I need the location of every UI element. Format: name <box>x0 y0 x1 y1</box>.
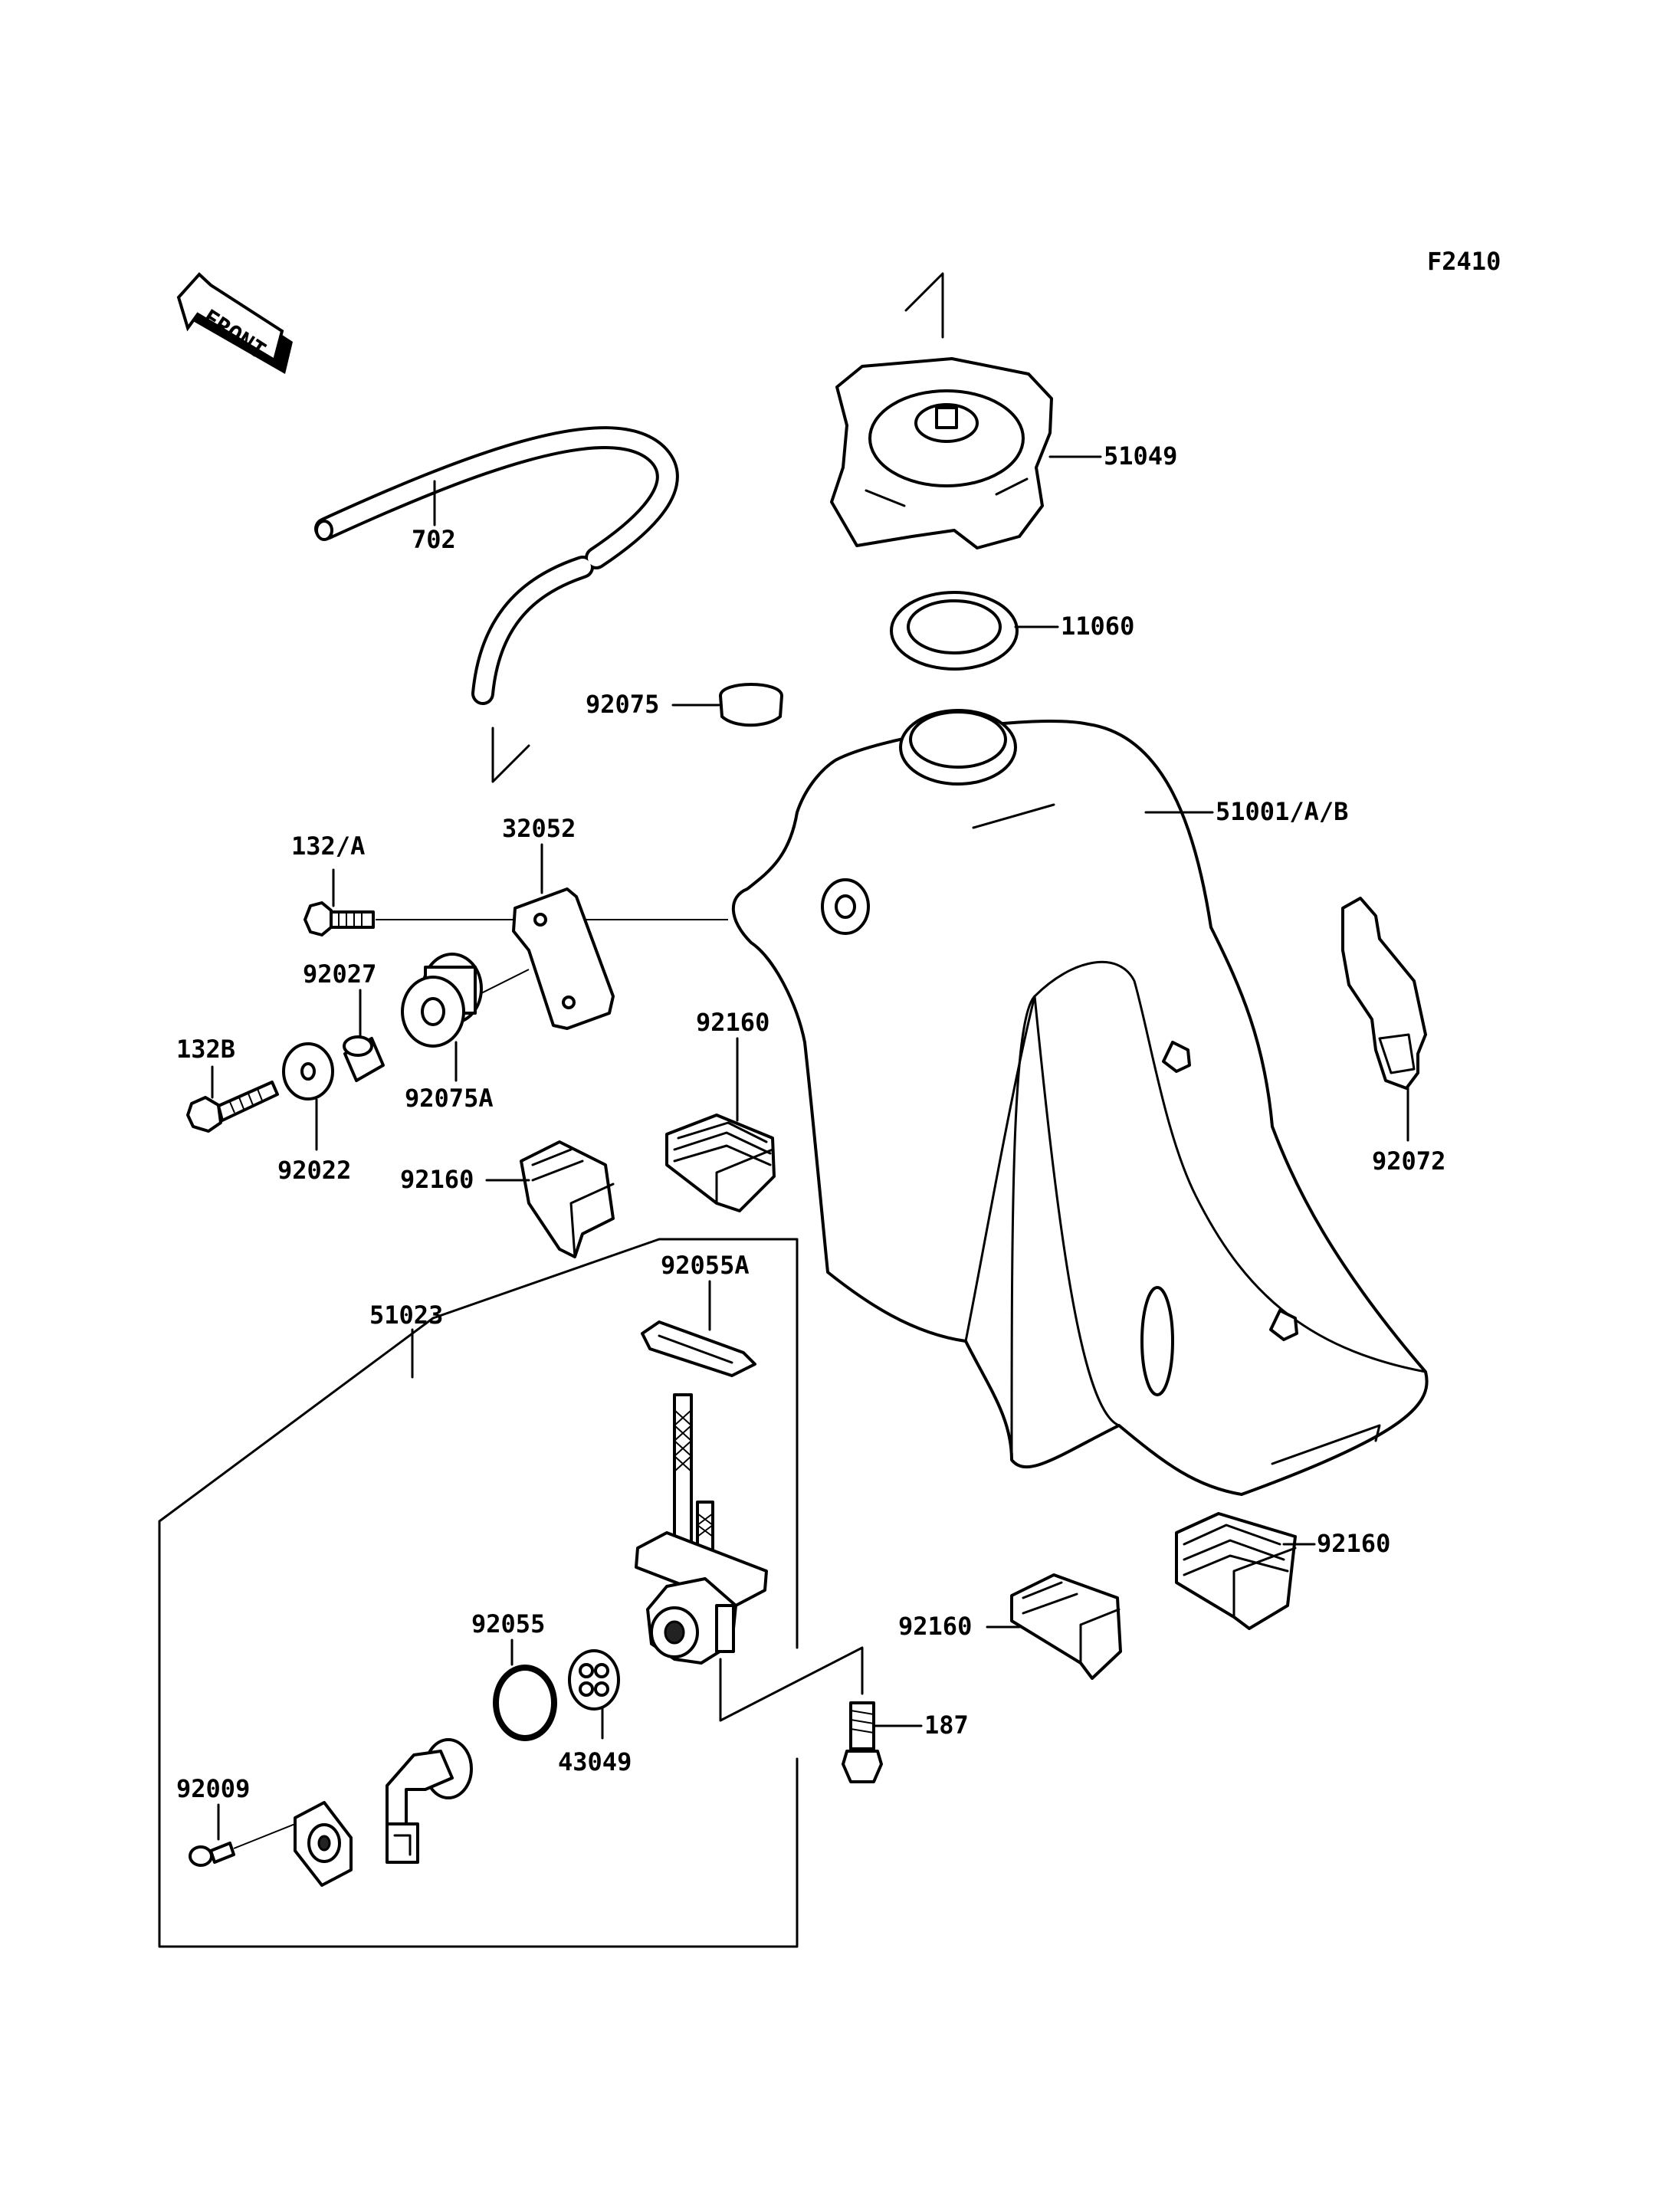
figure-code: F2410 <box>1427 247 1501 276</box>
label-132a: 132/A <box>291 832 365 861</box>
filter-gasket <box>641 1320 756 1377</box>
label-92055: 92055 <box>471 1609 545 1638</box>
label-32052: 32052 <box>502 814 576 843</box>
label-92160-br2: 92160 <box>898 1612 972 1641</box>
assembly-line-187 <box>719 1646 864 1722</box>
fuel-tap <box>635 1393 768 1665</box>
label-92022: 92022 <box>277 1156 351 1185</box>
rubber-damper <box>401 953 483 1048</box>
screw-icon <box>189 1842 235 1867</box>
label-92160-left: 92160 <box>400 1165 474 1194</box>
tank-bracket <box>512 887 615 1030</box>
break-mark-cap <box>904 272 944 339</box>
label-92075a: 92075A <box>405 1084 494 1113</box>
label-43049: 43049 <box>558 1747 632 1776</box>
assembly-frame-bottom <box>158 1317 799 1948</box>
bolt-132a <box>304 901 375 936</box>
label-92160-br1: 92160 <box>1317 1529 1390 1558</box>
label-187: 187 <box>924 1711 969 1740</box>
break-mark-hose <box>491 727 530 783</box>
rubber-pad-left <box>520 1140 615 1258</box>
washer <box>282 1042 334 1100</box>
label-92009: 92009 <box>176 1774 250 1803</box>
o-ring <box>493 1665 557 1741</box>
label-92160-mid: 92160 <box>696 1008 769 1037</box>
rubber-pad-bottom-right-1 <box>1175 1512 1297 1630</box>
tank-strap <box>1341 897 1427 1090</box>
label-92055a: 92055A <box>661 1251 750 1280</box>
label-92027: 92027 <box>303 959 376 989</box>
tap-plate <box>294 1801 353 1887</box>
label-51049: 51049 <box>1104 441 1177 471</box>
breather-hose <box>314 426 679 705</box>
rubber-pad-bottom-right-2 <box>1010 1573 1122 1680</box>
fuel-tank <box>731 709 1429 1496</box>
collar <box>343 1035 385 1082</box>
label-702: 702 <box>412 525 456 554</box>
label-11060: 11060 <box>1061 612 1134 641</box>
rubber-pad-mid <box>665 1114 776 1212</box>
assembly-line-screw <box>233 1823 296 1849</box>
fuel-tank-cap <box>830 357 1053 549</box>
rubber-plug <box>719 683 783 727</box>
cap-gasket <box>890 591 1019 671</box>
label-92075: 92075 <box>586 690 659 719</box>
tap-lever <box>386 1738 473 1864</box>
bolt-132b <box>186 1081 279 1133</box>
front-direction-arrow-icon: FRONT <box>176 272 293 374</box>
label-51023: 51023 <box>369 1301 443 1330</box>
label-92072: 92072 <box>1372 1146 1445 1176</box>
bolt-icon <box>842 1701 883 1783</box>
diaphragm <box>568 1649 620 1711</box>
label-132b: 132B <box>176 1035 235 1064</box>
label-51001: 51001/A/B <box>1216 797 1348 826</box>
assembly-frame-top <box>431 1238 799 1649</box>
